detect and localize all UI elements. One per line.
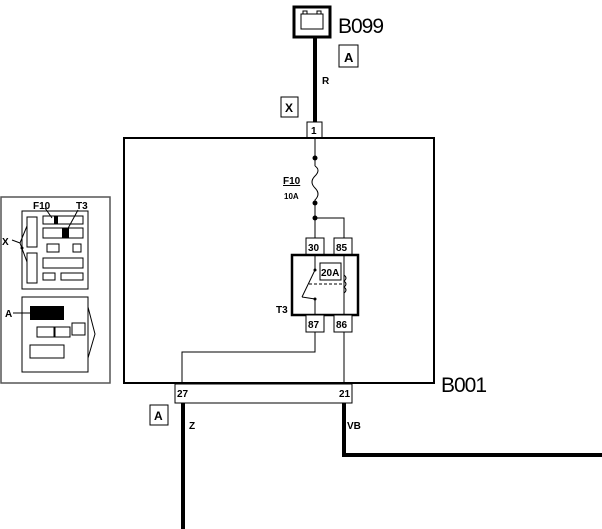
relay-name: T3 (276, 305, 288, 316)
connector-x-box (280, 96, 299, 118)
wire-r-label: R (322, 76, 330, 87)
relay-rating: 20A (321, 268, 339, 279)
fuse-box-location: A (154, 409, 163, 423)
fuse-name: F10 (283, 176, 301, 187)
wire-vb[interactable] (342, 403, 602, 457)
connector-x-label: X (285, 101, 293, 115)
battery-location: A (344, 50, 354, 65)
bottom-connector[interactable] (174, 383, 353, 404)
relay-rating-box (319, 262, 342, 281)
fuse-f10-icon[interactable] (311, 165, 319, 202)
wire-z-label: Z (189, 421, 195, 432)
relay-pin-85-label: 85 (336, 243, 348, 254)
relay-pin-86[interactable] (333, 314, 353, 333)
pin-27-label: 27 (177, 389, 189, 400)
pin-1-label: 1 (311, 126, 317, 137)
relay-t3[interactable] (290, 253, 360, 317)
inset-label-x: X (2, 237, 9, 248)
relay-pin-86-label: 86 (336, 320, 348, 331)
battery-location-box (338, 44, 359, 68)
wire-vb-label: VB (347, 421, 361, 432)
fuse-box-code: B001 (441, 374, 486, 397)
battery-code: B099 (338, 15, 383, 38)
pin-21-label: 21 (339, 389, 351, 400)
relay-coil-icon (343, 274, 347, 294)
inset-label-f10: F10 (33, 201, 51, 212)
relay-switch-icon (301, 269, 316, 298)
relay-pin-30-label: 30 (308, 243, 320, 254)
battery-b099[interactable] (292, 5, 332, 39)
fuse-box-location-box (149, 404, 169, 426)
relay-pin-87-label: 87 (308, 320, 320, 331)
fuse-rating: 10A (284, 192, 299, 201)
location-inset: F10 T3 X A (0, 196, 111, 384)
inset-label-t3: T3 (76, 201, 88, 212)
fuse-box-b001[interactable] (123, 137, 435, 384)
inset-label-a: A (5, 309, 12, 320)
